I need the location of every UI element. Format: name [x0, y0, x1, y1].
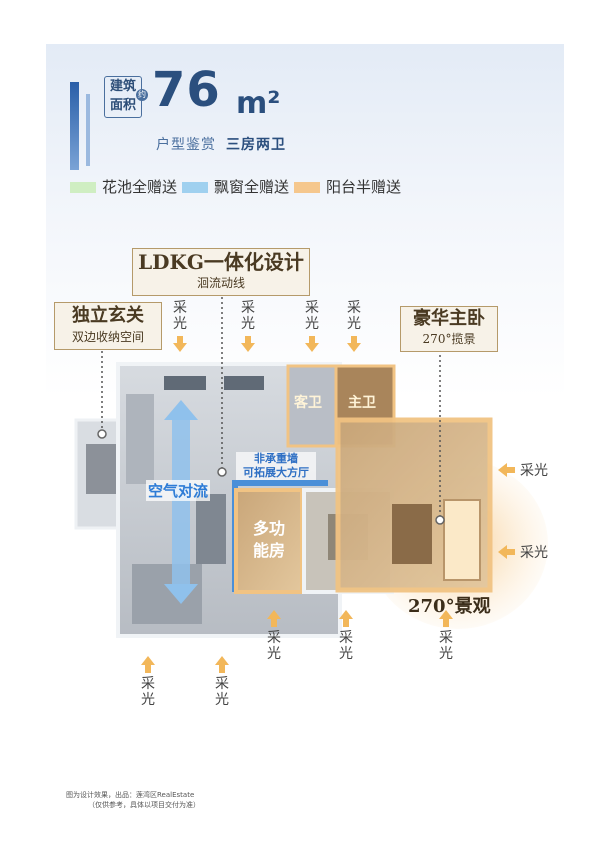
- multi-room-text: 多功 能房: [244, 518, 294, 562]
- area-unit: m²: [236, 86, 281, 121]
- light-arrow-stem-right-2: [507, 549, 515, 555]
- light-arrow-top-1: [173, 343, 187, 352]
- light-label-bottom-2: 采光: [215, 676, 229, 708]
- light-label-right-2: 采光: [520, 545, 548, 561]
- light-arrow-stem-right-1: [507, 467, 515, 473]
- multi-room-line2: 能房: [252, 541, 285, 560]
- nonbearing-line1: 非承重墙: [254, 452, 298, 465]
- nonbearing-wall-h: [232, 480, 328, 486]
- master-bath-text: 主卫: [348, 395, 376, 411]
- subtitle-right: 三房两卫: [226, 137, 286, 153]
- light-arrow-stem-bottom-2: [219, 665, 225, 673]
- legend-label-flowerbed: 花池全赠送: [102, 178, 178, 196]
- air-flow-text: 空气对流: [146, 480, 211, 501]
- light-label-top-2: 采光: [241, 300, 255, 332]
- nonbearing-line2: 可拓展大方厅: [243, 466, 309, 479]
- light-arrow-bottom-2: [215, 656, 229, 665]
- header-accent-bar-thin: [86, 94, 90, 166]
- entrance-label: 独立玄关 双边收纳空间: [54, 302, 162, 350]
- master-bed: [392, 504, 432, 564]
- window-top-mid: [224, 376, 264, 390]
- light-label-top-4: 采光: [347, 300, 361, 332]
- area-approx-dot: 约: [136, 89, 148, 101]
- guest-bath-text: 客卫: [294, 395, 322, 411]
- area-label-line2: 面积: [109, 98, 136, 113]
- light-arrow-stem-bottom-4: [343, 619, 349, 627]
- ldkg-sub: 洄流动线: [196, 276, 245, 290]
- light-arrow-right-1: [498, 463, 507, 477]
- light-arrow-top-4: [347, 343, 361, 352]
- window-top-left: [164, 376, 206, 390]
- entrance-sub: 双边收纳空间: [71, 330, 144, 344]
- light-arrow-stem-bottom-3: [271, 619, 277, 627]
- footer-note: 图为设计效果，出品：莲湾区RealEstate （仅供参考，具体以项目交付为准）: [66, 790, 200, 810]
- area-value: 76: [152, 62, 221, 118]
- light-arrow-bottom-3: [267, 610, 281, 619]
- air-flow-arrow-down: [164, 584, 198, 604]
- legend-label-baywindow: 飘窗全赠送: [214, 178, 290, 196]
- nonbearing-text: 非承重墙 可拓展大方厅: [236, 452, 316, 480]
- legend-swatch-baywindow: [182, 182, 208, 193]
- air-flow-arrow-up: [164, 400, 198, 420]
- entrance-title: 独立玄关: [72, 305, 144, 326]
- multi-room-line1: 多功: [252, 519, 285, 538]
- light-arrow-bottom-1: [141, 656, 155, 665]
- light-arrow-top-2: [241, 343, 255, 352]
- guest-bath-room: [286, 364, 338, 448]
- light-label-top-1: 采光: [173, 300, 187, 332]
- legend-label-balcony: 阳台半赠送: [326, 178, 402, 196]
- light-arrow-bottom-4: [339, 610, 353, 619]
- footer-line2: （仅供参考，具体以项目交付为准）: [88, 801, 200, 809]
- legend-swatch-balcony: [294, 182, 320, 193]
- living-sofa-area: [132, 564, 202, 624]
- floor-plan: [74, 282, 548, 638]
- light-label-top-3: 采光: [305, 300, 319, 332]
- pin-ldkg: [217, 467, 227, 477]
- ldkg-title: LDKG一体化设计: [138, 250, 304, 274]
- light-arrow-stem-top-2: [245, 336, 251, 344]
- light-arrow-stem-top-3: [309, 336, 315, 344]
- master-window: [443, 499, 481, 581]
- light-label-bottom-4: 采光: [339, 630, 353, 662]
- master-title: 豪华主卧: [413, 308, 485, 329]
- air-flow-band: [172, 416, 190, 588]
- area-label-line1: 建筑: [109, 79, 136, 94]
- kitchen-counter: [126, 394, 154, 484]
- view-270-text: 270°景观: [408, 596, 491, 617]
- light-arrow-stem-top-1: [177, 336, 183, 344]
- light-label-bottom-3: 采光: [267, 630, 281, 662]
- light-label-bottom-1: 采光: [141, 676, 155, 708]
- pin-master: [435, 515, 445, 525]
- master-label: 豪华主卧 270°揽景: [400, 306, 498, 352]
- ldkg-label: LDKG一体化设计 洄流动线: [132, 248, 310, 296]
- subtitle-left: 户型鉴赏: [156, 137, 216, 153]
- light-arrow-right-2: [498, 545, 507, 559]
- poster-card: 建筑 面积 约 76 m² 户型鉴赏 三房两卫 花池全赠送 飘窗全赠送 阳台半赠…: [46, 44, 564, 830]
- header-accent-bar: [70, 82, 79, 170]
- light-arrow-stem-top-4: [351, 336, 357, 344]
- pin-entrance: [97, 429, 107, 439]
- dining-table: [196, 494, 226, 564]
- master-sub: 270°揽景: [422, 332, 476, 346]
- light-label-bottom-5: 采光: [439, 630, 453, 662]
- footer-line1: 图为设计效果，出品：莲湾区RealEstate: [66, 791, 195, 799]
- light-arrow-stem-bottom-5: [443, 619, 449, 627]
- light-arrow-bottom-5: [439, 610, 453, 619]
- light-arrow-stem-bottom-1: [145, 665, 151, 673]
- light-label-right-1: 采光: [520, 463, 548, 479]
- legend-swatch-flowerbed: [70, 182, 96, 193]
- light-arrow-top-3: [305, 343, 319, 352]
